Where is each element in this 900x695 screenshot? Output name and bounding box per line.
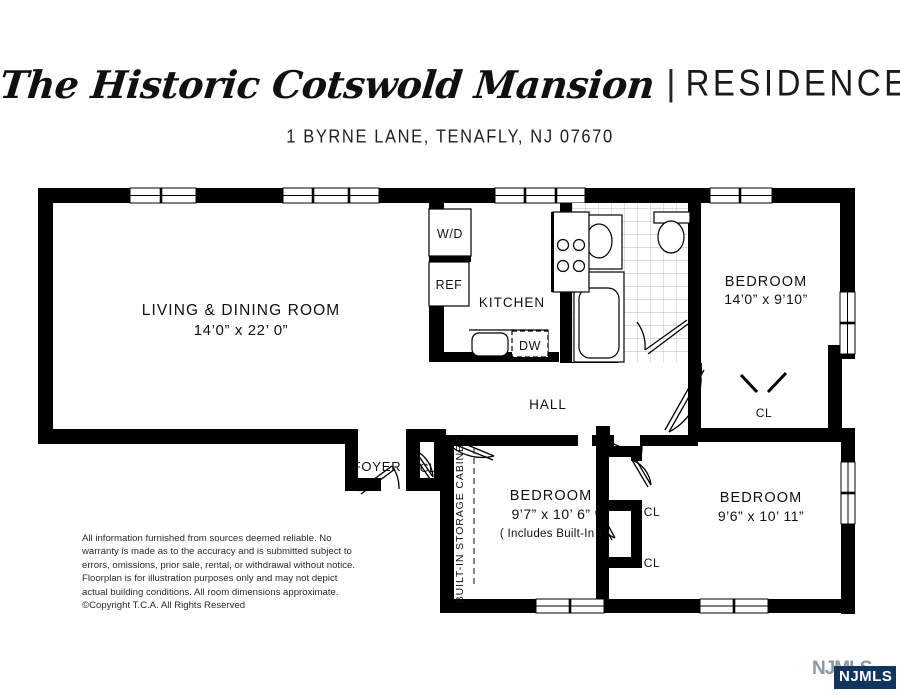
property-address: 1 BYRNE LANE, TENAFLY, NJ 07670	[286, 127, 614, 147]
living-room-dims: 14’0” x 22’ 0”	[194, 322, 289, 339]
bedroom-se-label: BEDROOM	[720, 490, 803, 506]
toilet-fixture	[653, 211, 691, 254]
disclaimer-line-1: All information furnished from sources d…	[82, 533, 332, 544]
closet-foyer-label: CL	[420, 461, 437, 475]
window-top-bedroom-ne	[709, 187, 773, 204]
window-bottom-bedroom-se	[699, 598, 769, 614]
disclaimer-block: All information furnished from sources d…	[82, 532, 382, 612]
njmls-badge: NJMLS	[834, 666, 896, 689]
disclaimer-line-4: Floorplan is for illustration purposes o…	[82, 573, 338, 585]
title-row: The Historic Cotswold Mansion|RESIDENCE …	[0, 62, 900, 107]
dishwasher-box	[511, 330, 549, 358]
closet-ne-label: CL	[756, 406, 773, 420]
njmls-logo: NJMLS NJMLS	[808, 655, 896, 689]
bedroom-s-dims: 9’7” x 10’ 6”	[511, 506, 590, 522]
disclaimer-line-6: ©Copyright T.C.A. All Rights Reserved	[82, 600, 246, 612]
window-top-2	[282, 187, 380, 204]
closet-mid-upper-label: CL	[644, 505, 661, 519]
living-room-label: LIVING & DINING ROOM	[142, 302, 341, 319]
dishwasher-label: DW	[519, 339, 541, 353]
window-top-kitchen	[494, 187, 586, 204]
kitchen-sink	[471, 332, 509, 357]
closet-mid-lower-label: CL	[644, 556, 661, 570]
disclaimer-line-5: actual building conditions. All room dim…	[82, 586, 339, 598]
built-in-cabinet-label: BUILT-IN STORAGE CABINET	[454, 437, 466, 604]
window-bottom-bedroom-s	[535, 598, 605, 614]
kitchen-label: KITCHEN	[479, 295, 545, 310]
refrigerator-box	[428, 261, 470, 307]
title-divider: |	[666, 62, 676, 103]
kitchen-fixtures	[428, 208, 590, 358]
disclaimer-line-3: errors, omissions, prior sale, rental, o…	[82, 559, 355, 571]
room-labels: LIVING & DINING ROOM 14’0” x 22’ 0” KITC…	[142, 227, 808, 603]
washer-dryer-label: W/D	[437, 227, 463, 241]
foyer-label: FOYER	[353, 459, 402, 474]
bedroom-ne-dims: 14’0” x 9’10”	[724, 291, 808, 307]
bedroom-ne-label: BEDROOM	[725, 274, 808, 290]
residence-title: RESIDENCE 10	[685, 61, 900, 104]
window-right-bedroom-ne	[839, 291, 856, 355]
window-right-bedroom-se	[840, 461, 856, 525]
bathroom	[572, 203, 691, 363]
bathroom-door	[636, 319, 689, 355]
range-fixture	[551, 211, 590, 293]
washer-dryer-box	[428, 208, 472, 257]
bedroom-se-dims: 9’6” x 10’ 11”	[718, 508, 804, 524]
refrigerator-label: REF	[436, 278, 463, 292]
njmls-badge-text: NJMLS	[839, 668, 893, 685]
windows	[129, 187, 856, 614]
window-top-1	[129, 187, 197, 204]
header: The Historic Cotswold Mansion|RESIDENCE …	[0, 0, 900, 170]
hall-label: HALL	[529, 397, 567, 412]
bedroom-s-label: BEDROOM	[510, 488, 593, 504]
bedroom-s-note: ( Includes Built-In )	[500, 528, 602, 540]
disclaimer-line-2: warranty is made as to the accuracy and …	[82, 546, 352, 558]
door-swings	[357, 367, 788, 541]
